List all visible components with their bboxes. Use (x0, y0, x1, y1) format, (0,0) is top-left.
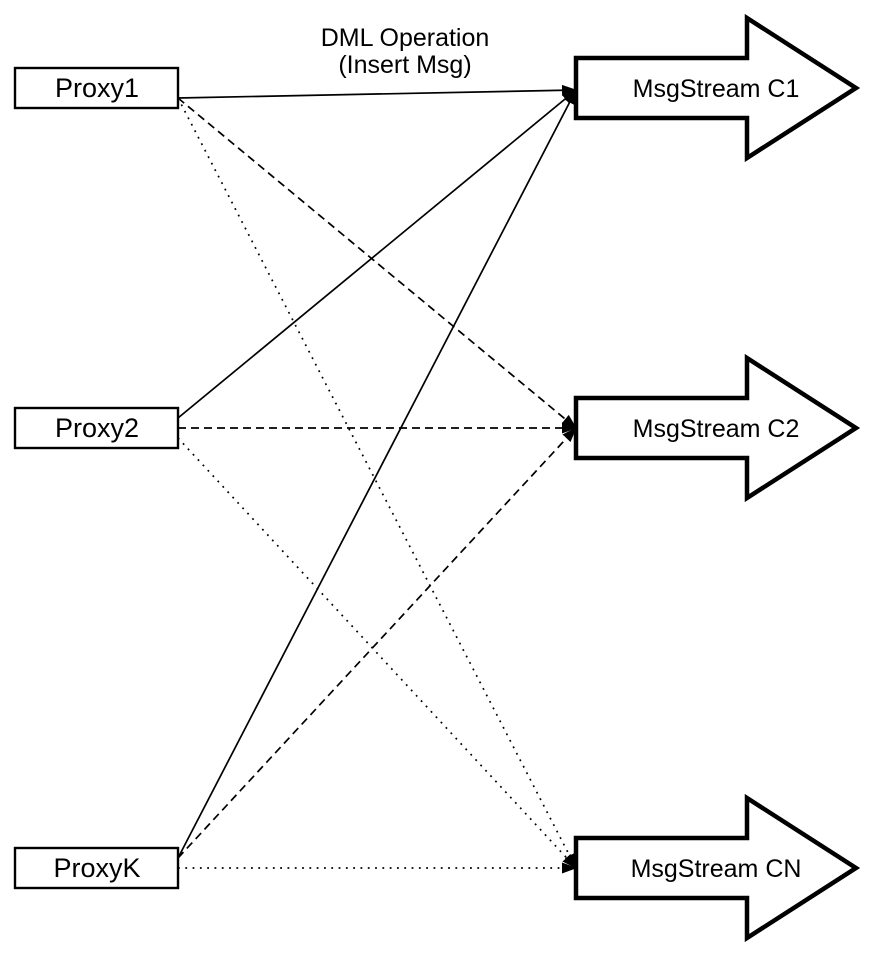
msgstream-cn-arrow-shape (573, 793, 861, 943)
proxy-node-2: Proxy2 (13, 406, 180, 450)
proxy-node-1: Proxy1 (13, 66, 180, 110)
proxy2-box (13, 406, 180, 450)
edge-pk-c2 (177, 427, 577, 859)
edge-p2-cn (177, 437, 577, 869)
edge-p1-c2 (177, 97, 577, 429)
proxyk-box (13, 846, 180, 890)
stream-node-c2: MsgStream C2 (573, 353, 861, 503)
proxy1-box (13, 66, 180, 110)
msgstream-c2-arrow-shape (573, 353, 861, 503)
stream-node-cn: MsgStream CN (573, 793, 861, 943)
proxy-node-k: ProxyK (13, 846, 180, 890)
msgstream-c2-label: MsgStream C2 (633, 415, 800, 443)
proxy2-label: Proxy2 (55, 413, 139, 443)
edge-p1-c1 (177, 84, 577, 99)
annotation-line1: DML Operation (321, 24, 490, 52)
proxy1-label: Proxy1 (55, 73, 139, 103)
edge-annotation: DML Operation (Insert Msg) (321, 24, 490, 79)
edges-layer (177, 84, 577, 874)
msgstream-cn-label: MsgStream CN (631, 855, 802, 883)
stream-node-c1: MsgStream C1 (573, 13, 861, 163)
proxyk-label: ProxyK (53, 853, 140, 883)
edge-pk-c1 (177, 89, 577, 859)
msgstream-c1-label: MsgStream C1 (633, 75, 800, 103)
edge-p2-c1 (177, 89, 577, 419)
annotation-line2: (Insert Msg) (338, 51, 471, 79)
edge-p1-cn (177, 97, 577, 869)
msgstream-c1-arrow-shape (573, 13, 861, 163)
